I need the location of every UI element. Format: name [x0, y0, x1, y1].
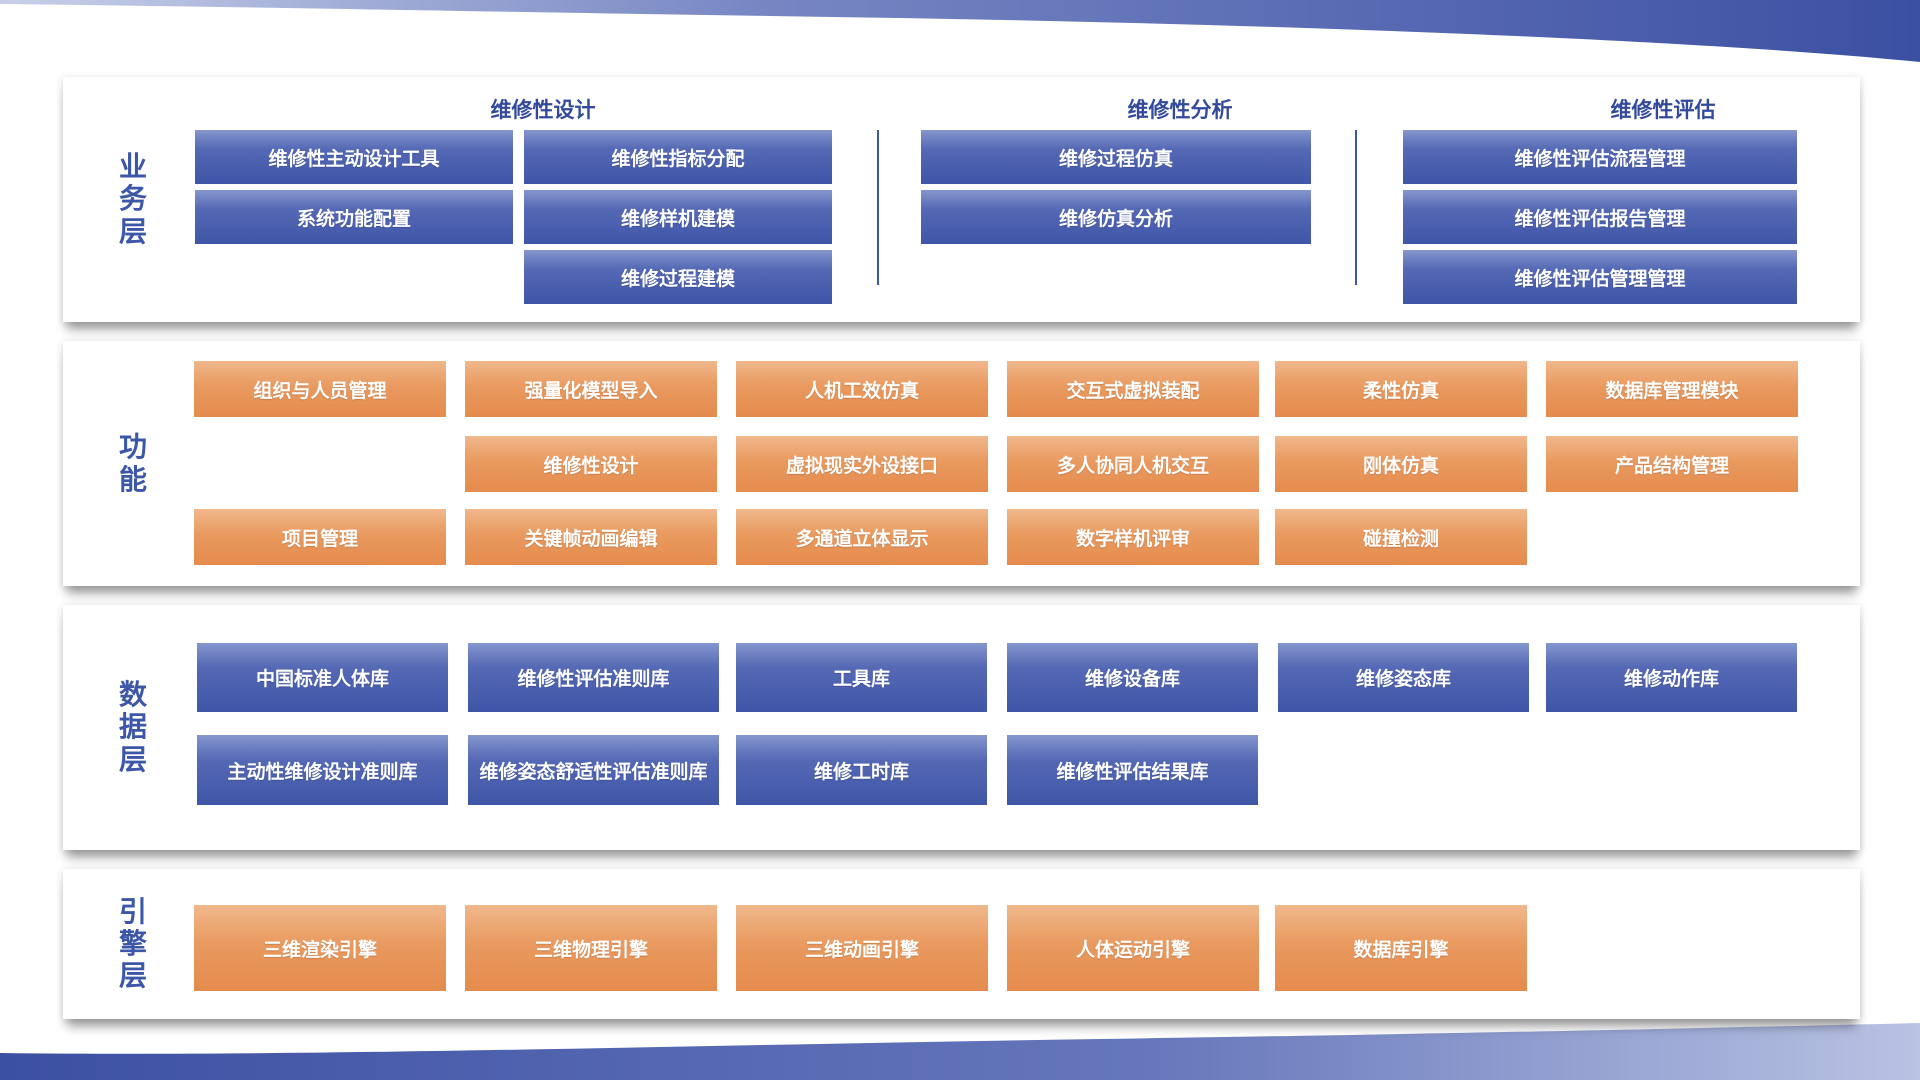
business-box[interactable]: 系统功能配置	[195, 190, 513, 244]
function-box[interactable]: 多通道立体显示	[736, 509, 988, 565]
group-title-assessment: 维修性评估	[1610, 98, 1716, 122]
function-box[interactable]: 多人协同人机交互	[1007, 436, 1259, 492]
business-layer-label: 业务层	[118, 150, 147, 248]
data-box[interactable]: 维修动作库	[1546, 643, 1797, 712]
engine-box[interactable]: 人体运动引擎	[1007, 905, 1259, 991]
engine-box[interactable]: 三维动画引擎	[736, 905, 988, 991]
business-box[interactable]: 维修性指标分配	[524, 130, 832, 184]
top-wave-decoration	[0, 0, 1920, 62]
business-box[interactable]: 维修样机建模	[524, 190, 832, 244]
data-box[interactable]: 工具库	[736, 643, 987, 712]
data-box[interactable]: 维修性评估准则库	[468, 643, 719, 712]
function-box[interactable]: 维修性设计	[465, 436, 717, 492]
business-box[interactable]: 维修过程建模	[524, 250, 832, 304]
function-layer-panel: 功能 组织与人员管理 强量化模型导入 人机工效仿真 交互式虚拟装配 柔性仿真 数…	[63, 341, 1860, 586]
function-box[interactable]: 数字样机评审	[1007, 509, 1259, 565]
business-box[interactable]: 维修性主动设计工具	[195, 130, 513, 184]
engine-layer-label: 引擎层	[118, 894, 147, 993]
engine-layer-panel: 引擎层 三维渲染引擎 三维物理引擎 三维动画引擎 人体运动引擎 数据库引擎	[63, 869, 1860, 1019]
data-box[interactable]: 中国标准人体库	[197, 643, 448, 712]
function-box[interactable]: 组织与人员管理	[194, 361, 446, 417]
engine-box[interactable]: 三维渲染引擎	[194, 905, 446, 991]
function-box[interactable]: 强量化模型导入	[465, 361, 717, 417]
group-divider-1	[877, 130, 879, 285]
business-box[interactable]: 维修过程仿真	[921, 130, 1311, 184]
data-layer-label: 数据层	[118, 678, 147, 776]
function-box[interactable]: 数据库管理模块	[1546, 361, 1798, 417]
function-box[interactable]: 柔性仿真	[1275, 361, 1527, 417]
engine-box[interactable]: 数据库引擎	[1275, 905, 1527, 991]
data-box[interactable]: 维修设备库	[1007, 643, 1258, 712]
data-box[interactable]: 维修性评估结果库	[1007, 735, 1258, 805]
group-divider-2	[1355, 130, 1357, 285]
business-box[interactable]: 维修性评估流程管理	[1403, 130, 1797, 184]
group-title-analysis: 维修性分析	[1127, 98, 1233, 122]
engine-box[interactable]: 三维物理引擎	[465, 905, 717, 991]
function-box[interactable]: 碰撞检测	[1275, 509, 1527, 565]
function-box[interactable]: 刚体仿真	[1275, 436, 1527, 492]
function-layer-label: 功能	[118, 430, 147, 496]
function-box[interactable]: 项目管理	[194, 509, 446, 565]
function-box[interactable]: 产品结构管理	[1546, 436, 1798, 492]
function-box[interactable]: 人机工效仿真	[736, 361, 988, 417]
function-box[interactable]: 交互式虚拟装配	[1007, 361, 1259, 417]
data-box[interactable]: 维修工时库	[736, 735, 987, 805]
data-box[interactable]: 维修姿态舒适性评估准则库	[468, 735, 719, 805]
group-title-design: 维修性设计	[490, 98, 596, 122]
business-box[interactable]: 维修性评估管理管理	[1403, 250, 1797, 304]
function-box[interactable]: 关键帧动画编辑	[465, 509, 717, 565]
business-layer-panel: 业务层 维修性设计 维修性分析 维修性评估 维修性主动设计工具 维修性指标分配 …	[63, 77, 1860, 322]
data-box[interactable]: 维修姿态库	[1278, 643, 1529, 712]
function-box[interactable]: 虚拟现实外设接口	[736, 436, 988, 492]
business-box[interactable]: 维修仿真分析	[921, 190, 1311, 244]
data-box[interactable]: 主动性维修设计准则库	[197, 735, 448, 805]
business-box[interactable]: 维修性评估报告管理	[1403, 190, 1797, 244]
data-layer-panel: 数据层 中国标准人体库 维修性评估准则库 工具库 维修设备库 维修姿态库 维修动…	[63, 605, 1860, 850]
